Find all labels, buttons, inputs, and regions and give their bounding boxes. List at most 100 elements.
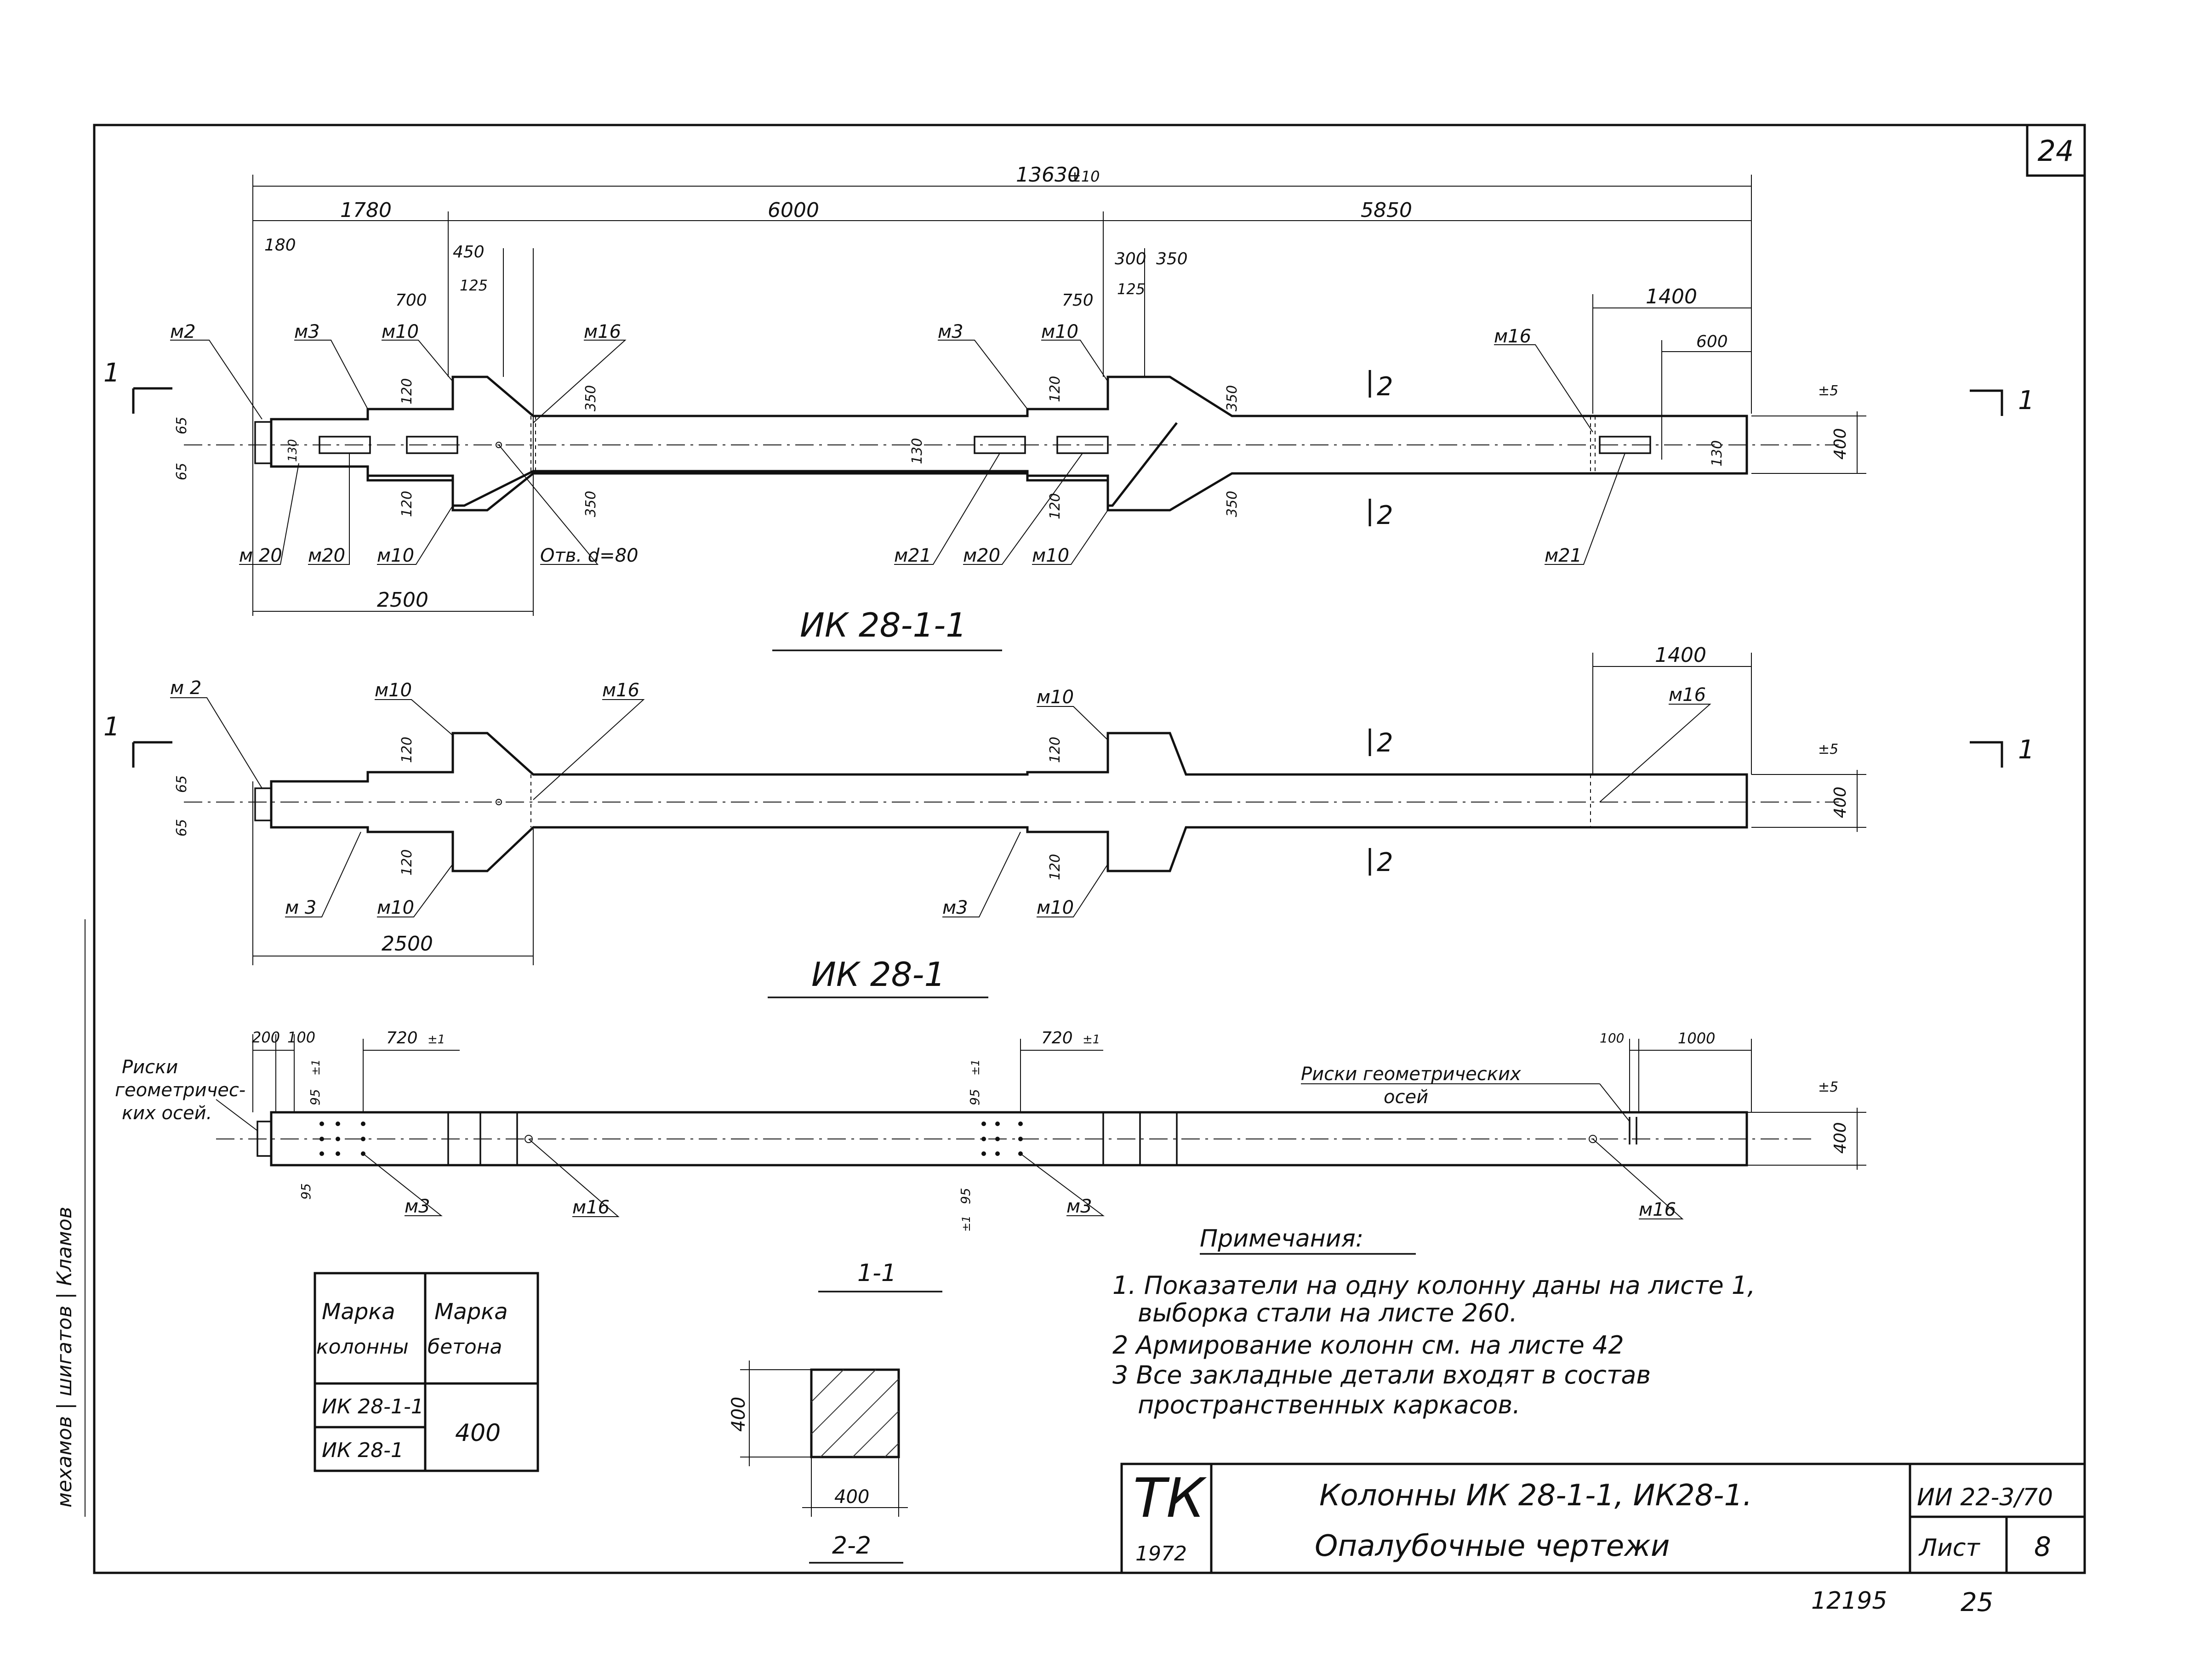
- risk-left-line1: Риски: [122, 1057, 178, 1078]
- dim-overall-tol: ±10: [1069, 168, 1100, 185]
- label-m16b-mid: м16: [1669, 684, 1706, 706]
- dim-tol1b-side: ±1: [1083, 1033, 1100, 1047]
- label-m10d: м10: [1032, 545, 1069, 566]
- dim-100b-side: 100: [1600, 1030, 1624, 1046]
- title-line-1: Колонны ИК 28-1-1, ИК28-1.: [1319, 1479, 1752, 1513]
- title-sheet-number: 8: [2034, 1531, 2051, 1562]
- risk-right-line1: Риски геометрических: [1301, 1064, 1521, 1085]
- label-m20c: м20: [963, 545, 1000, 566]
- label-m16a-side: м16: [572, 1197, 610, 1218]
- table-header-col1-line2: колонны: [316, 1335, 409, 1359]
- dim-400: 400: [1831, 428, 1850, 460]
- dim-6000: 6000: [768, 199, 819, 222]
- dim-5850: 5850: [1361, 199, 1412, 222]
- view-title-ik-28-1: ИК 28-1: [811, 955, 945, 994]
- dim-120a: 120: [399, 378, 415, 404]
- section-mark-2-bottom: 2: [1377, 501, 1393, 530]
- dim-750: 750: [1062, 291, 1094, 310]
- view-title-ik-28-1-1: ИК 28-1-1: [800, 606, 967, 644]
- footer-number-left: 12195: [1811, 1587, 1887, 1615]
- section-mark-2-top-mid: 2: [1377, 728, 1393, 758]
- dim-120c: 120: [1047, 376, 1063, 402]
- dim-1400-mid: 1400: [1655, 643, 1706, 667]
- risk-right-line2: осей: [1384, 1087, 1428, 1108]
- dim-400-mid: 400: [1831, 786, 1850, 818]
- section-title-top: 1-1: [857, 1259, 896, 1287]
- dim-100a-side: 100: [287, 1029, 315, 1046]
- label-m3b: м3: [938, 321, 963, 342]
- section-mark-1-right-mid: 1: [2018, 735, 2035, 765]
- dim-120b-mid: 120: [399, 849, 415, 876]
- section-mark-1-right: 1: [2018, 386, 2035, 416]
- sheet-frame: [93, 124, 2086, 1574]
- dim-overall: 13630: [1016, 163, 1080, 187]
- dim-350d: 350: [1224, 385, 1240, 411]
- dim-450: 450: [453, 243, 485, 262]
- section-mark-1-left: 1: [103, 358, 120, 388]
- dim-120d-mid: 120: [1047, 854, 1063, 880]
- note-line-5: пространственных каркасов.: [1138, 1390, 1520, 1419]
- risk-left-line2: геометричес-: [115, 1080, 245, 1101]
- label-m3b-side: м3: [1066, 1196, 1092, 1217]
- dim-tol1e-side: ±1: [960, 1216, 973, 1232]
- dim-tol5-mid: ±5: [1818, 741, 1838, 757]
- dim-130c: 130: [1709, 440, 1725, 467]
- label-m16a-mid: м16: [602, 680, 639, 701]
- dim-65a-mid: 65: [174, 775, 190, 793]
- section-dim-height: 400: [728, 1397, 749, 1432]
- dim-350c: 350: [583, 491, 599, 517]
- label-m10c: м10: [377, 545, 414, 566]
- label-m10c-mid: м10: [377, 897, 414, 918]
- dim-tol5: ±5: [1818, 383, 1838, 399]
- dim-95a-side: 95: [308, 1089, 323, 1105]
- dim-350e: 350: [1224, 491, 1240, 517]
- label-hole: Отв. d=80: [540, 545, 639, 566]
- dim-95c-side: 95: [298, 1183, 314, 1200]
- label-m3a-side: м3: [405, 1196, 430, 1217]
- risk-left-line3: ких осей.: [122, 1103, 212, 1124]
- dim-720a-side: 720: [386, 1029, 418, 1047]
- section-mark-2-top: 2: [1377, 372, 1393, 402]
- dim-130a: 130: [286, 439, 300, 462]
- title-year: 1972: [1135, 1542, 1187, 1566]
- section-dim-width: 400: [834, 1486, 869, 1508]
- label-m3a-mid: м 3: [285, 897, 316, 918]
- dim-125b: 125: [1117, 280, 1145, 298]
- dim-2500: 2500: [377, 588, 428, 612]
- dim-65b: 65: [174, 463, 190, 480]
- label-m16b-side: м16: [1639, 1199, 1676, 1220]
- view-ik-28-1-1: 13630 ±10 1780 6000 5850 180 450 125 700…: [103, 163, 2035, 651]
- concrete-table: Марка колонны Марка бетона ИК 28-1-1 ИК …: [314, 1272, 539, 1472]
- label-m16a: м16: [584, 321, 621, 342]
- label-m21b: м21: [1545, 545, 1582, 566]
- dim-600: 600: [1696, 332, 1728, 351]
- dim-180: 180: [264, 236, 296, 255]
- margin-stamp: мехамов | шигатов | Кламов: [53, 919, 86, 1517]
- dim-95d-side: 95: [958, 1188, 973, 1204]
- label-m2-mid: м 2: [170, 677, 201, 699]
- label-m10a-mid: м10: [375, 680, 412, 701]
- label-m21a: м21: [894, 545, 931, 566]
- label-m10b-mid: м10: [1037, 687, 1074, 708]
- dim-1780: 1780: [340, 199, 392, 222]
- table-concrete-grade: 400: [455, 1419, 501, 1447]
- dim-95b-side: 95: [967, 1089, 982, 1105]
- note-line-1: 1. Показатели на одну колонну даны на ли…: [1112, 1271, 1755, 1300]
- dim-400-side: 400: [1831, 1122, 1850, 1154]
- dim-125a: 125: [460, 277, 488, 294]
- table-row-2: ИК 28-1: [322, 1439, 404, 1462]
- note-line-4: 3 Все закладные детали входят в состав: [1112, 1361, 1651, 1389]
- margin-text: мехамов | шигатов | Кламов: [53, 1207, 76, 1508]
- dim-130b: 130: [909, 438, 925, 464]
- section-mark-1-left-mid: 1: [103, 712, 120, 742]
- dim-65b-mid: 65: [174, 819, 190, 837]
- dim-350a: 350: [1156, 250, 1188, 268]
- table-header-col2-line2: бетона: [428, 1335, 502, 1359]
- section-title-bottom: 2-2: [832, 1532, 871, 1560]
- dim-720b-side: 720: [1041, 1029, 1073, 1047]
- label-m16b: м16: [1494, 326, 1531, 347]
- dim-350b: 350: [583, 385, 599, 411]
- notes: Примечания: 1. Показатели на одну колонн…: [1112, 1225, 1755, 1419]
- dim-2500-mid: 2500: [382, 932, 433, 956]
- table-row-1: ИК 28-1-1: [322, 1395, 424, 1418]
